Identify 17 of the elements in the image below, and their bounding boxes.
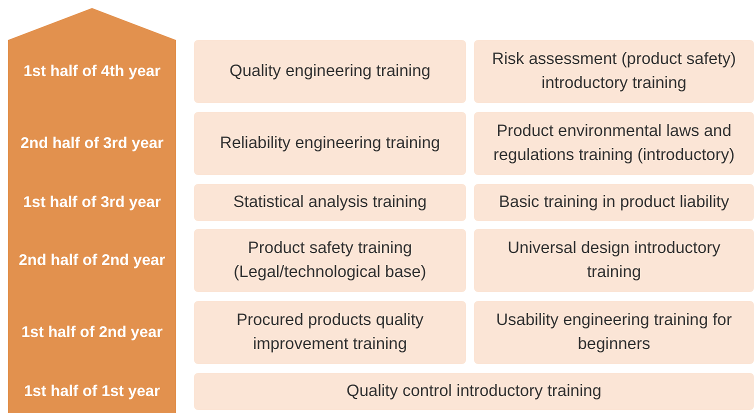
training-box: Quality engineering training (194, 40, 466, 103)
training-box: Universal design introductory training (474, 229, 754, 292)
training-box: Product environmental laws and regulations training (introductory) (474, 112, 754, 175)
period-label: 1st half of 3rd year (22, 194, 162, 212)
training-box: Product safety training (Legal/technological base) (194, 229, 466, 292)
training-box: Reliability engineering training (194, 112, 466, 175)
training-box: Quality control introductory training (194, 373, 754, 410)
period-label: 1st half of 1st year (22, 382, 162, 400)
training-box: Risk assessment (product safety) introductory training (474, 40, 754, 103)
training-box: Basic training in product liability (474, 184, 754, 221)
training-box: Statistical analysis training (194, 184, 466, 221)
period-label: 1st half of 4th year (22, 62, 162, 80)
period-label: 1st half of 2nd year (20, 324, 164, 342)
training-box: Usability engineering training for beginners (474, 301, 754, 364)
period-label: 2nd half of 3rd year (20, 134, 164, 152)
period-label: 2nd half of 2nd year (18, 252, 166, 270)
training-box: Procured products quality improvement training (194, 301, 466, 364)
